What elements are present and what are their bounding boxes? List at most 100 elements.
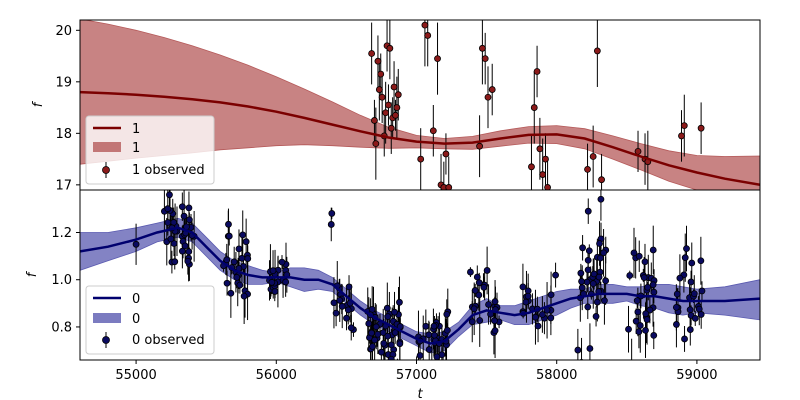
bottom-observed-point: [185, 248, 193, 256]
bottom-observed-point: [633, 297, 641, 305]
top-observed-point: [481, 55, 489, 63]
bottom-observed-point: [225, 220, 232, 228]
bottom-legend-observed-label: 0 observed: [132, 333, 205, 348]
bottom-observed-point: [347, 324, 355, 332]
bottom-observed-point: [230, 258, 238, 266]
bottom-observed-point: [178, 247, 186, 255]
top-y-tick-label: 20: [55, 24, 72, 39]
bottom-observed-point: [590, 270, 598, 278]
bottom-observed-point: [327, 221, 335, 228]
bottom-observed-point: [630, 249, 638, 257]
top-y-tick-label: 17: [55, 178, 72, 193]
top-legend: 1 1 1 observed: [85, 115, 215, 185]
top-observed-point: [539, 171, 547, 178]
bottom-observed-point: [485, 301, 492, 308]
bottom-observed-point: [519, 283, 527, 291]
top-observations: [368, 20, 705, 190]
bottom-observed-point: [642, 310, 650, 318]
bottom-observed-point: [345, 283, 353, 291]
top-y-tick-label: 19: [55, 75, 72, 90]
top-observed-point: [634, 147, 642, 155]
top-y-axis-label: f: [31, 100, 46, 107]
bottom-y-tick-label: 0.8: [51, 320, 72, 335]
top-observed-point: [478, 44, 486, 52]
top-observed-point: [598, 176, 605, 184]
bottom-observed-point: [391, 308, 398, 316]
bottom-observed-point: [282, 278, 290, 286]
top-observed-point: [589, 153, 597, 160]
bottom-observed-point: [602, 277, 610, 285]
bottom-observed-point: [483, 267, 491, 274]
top-confidence-band: [80, 20, 760, 190]
top-observed-point: [434, 55, 441, 63]
top-observed-point: [530, 104, 538, 111]
bottom-observed-point: [681, 335, 688, 343]
bottom-observed-point: [524, 292, 532, 300]
bottom-observed-point: [184, 257, 192, 265]
bottom-observed-point: [181, 242, 189, 250]
bottom-observed-point: [377, 348, 385, 356]
top-legend-line-label: 1: [132, 122, 140, 137]
bottom-observed-point: [688, 259, 696, 267]
bottom-observed-point: [547, 314, 555, 322]
bottom-observed-point: [601, 297, 608, 305]
bottom-observed-point: [443, 310, 451, 318]
bottom-observed-point: [584, 303, 592, 311]
bottom-observed-point: [586, 345, 594, 352]
top-observed-point: [371, 117, 378, 124]
top-observed-point: [445, 184, 453, 190]
bottom-observed-point: [244, 255, 252, 262]
top-observed-point: [697, 124, 705, 132]
bottom-observed-point: [578, 278, 585, 285]
bottom-observed-point: [597, 254, 604, 262]
x-tick-label: 57000: [396, 368, 437, 383]
x-tick-label: 56000: [256, 368, 297, 383]
bottom-observed-point: [238, 254, 246, 262]
bottom-legend-band-label: 0: [132, 312, 140, 327]
bottom-observed-point: [180, 212, 188, 220]
top-observed-point: [584, 165, 591, 173]
bottom-y-tick-label: 1.0: [51, 273, 72, 288]
bottom-observed-point: [271, 288, 279, 295]
bottom-observed-point: [475, 279, 483, 287]
top-observed-point: [393, 104, 401, 111]
bottom-observed-point: [480, 283, 488, 291]
top-observed-point: [678, 132, 685, 140]
top-observed-point: [375, 86, 383, 93]
bottom-observed-point: [649, 281, 657, 289]
top-y-tick-label: 18: [55, 127, 72, 142]
bottom-observed-point: [167, 235, 175, 243]
bottom-observed-point: [649, 246, 657, 254]
top-observed-point: [476, 142, 483, 150]
top-observed-point: [533, 68, 541, 75]
top-observed-point: [488, 86, 496, 93]
bottom-observed-point: [600, 249, 607, 257]
bottom-observed-point: [468, 318, 476, 326]
top-legend-observed-label: 1 observed: [132, 163, 205, 178]
bottom-observed-point: [416, 352, 424, 359]
bottom-observed-point: [625, 325, 632, 333]
bottom-y-tick-label: 1.2: [51, 226, 72, 241]
bottom-observed-point: [629, 363, 635, 369]
bottom-observed-point: [687, 278, 695, 286]
bottom-observed-point: [386, 373, 392, 379]
bottom-observed-point: [589, 280, 597, 288]
bottom-observed-point: [683, 245, 690, 253]
bottom-observed-point: [336, 296, 344, 304]
x-tick-label: 55000: [115, 368, 156, 383]
bottom-observed-point: [640, 274, 648, 281]
bottom-observed-point: [673, 321, 680, 328]
bottom-observed-point: [691, 314, 699, 322]
bottom-observed-point: [365, 320, 373, 327]
bottom-observed-point: [626, 272, 634, 279]
bottom-model-mean-line: [80, 226, 760, 345]
bottom-observed-point: [278, 258, 286, 266]
top-observed-point: [394, 91, 402, 99]
bottom-legend-band-swatch: [93, 313, 121, 323]
top-observed-point: [417, 155, 425, 163]
bottom-observed-point: [164, 219, 172, 226]
bottom-observed-point: [372, 323, 380, 331]
bottom-observed-point: [384, 332, 392, 340]
bottom-observed-point: [491, 317, 498, 325]
